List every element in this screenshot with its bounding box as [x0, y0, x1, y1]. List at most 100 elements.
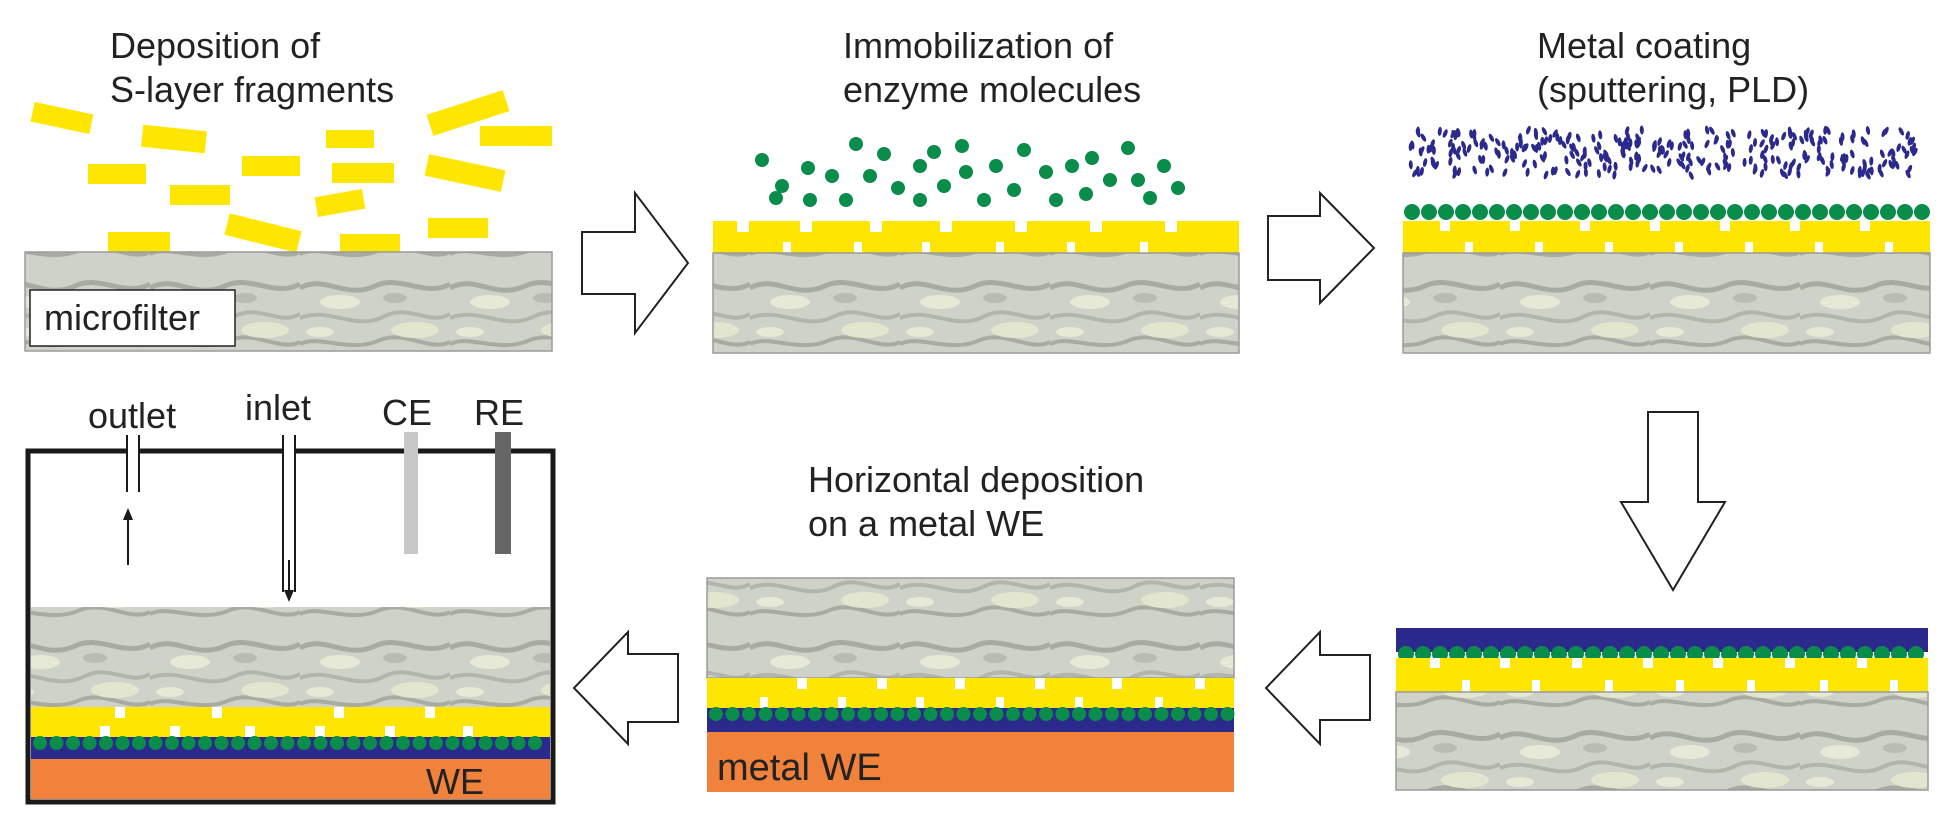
enzyme-dot	[725, 707, 740, 721]
enzyme-dot	[1897, 204, 1913, 220]
enzyme-dot	[1693, 204, 1709, 220]
metal-we-electrode	[707, 732, 1234, 792]
metal-particle	[1543, 136, 1549, 146]
metal-particle	[1762, 154, 1768, 164]
metal-particle	[1639, 125, 1644, 135]
enzyme-dot	[181, 736, 196, 750]
metal-particle	[1804, 155, 1810, 164]
step5-title-line2: on a metal WE	[808, 503, 1044, 544]
metal-particle	[1635, 140, 1642, 149]
metal-particle	[1808, 133, 1815, 143]
metal-particle	[1667, 158, 1672, 167]
enzyme-dot	[956, 707, 971, 721]
metal-particle	[1688, 157, 1693, 167]
step2-title-line1: Immobilization of	[843, 25, 1114, 66]
metal-particle	[1634, 151, 1639, 161]
enzyme-layer	[33, 736, 542, 750]
s-layer-band	[713, 221, 1239, 253]
step2-title-line2: enzyme molecules	[843, 69, 1141, 110]
working-electrode	[31, 759, 550, 799]
enzyme-dot	[857, 707, 872, 721]
metal-particle	[1642, 164, 1648, 173]
metal-particle	[1830, 152, 1835, 162]
enzyme-dot	[198, 736, 212, 750]
metal-particle	[1774, 137, 1780, 147]
metal-particle	[1408, 160, 1413, 170]
microfilter-label-box	[29, 289, 236, 347]
metal-particle	[1816, 152, 1822, 162]
metal-particle	[1596, 141, 1602, 151]
metal-particle	[1629, 156, 1634, 166]
metal-particle	[1901, 145, 1907, 154]
metal-particle	[1502, 168, 1508, 177]
arrow-right-icon	[1267, 190, 1376, 306]
step6-electrochemical-cell: outlet inlet CE RE	[25, 387, 556, 805]
metal-particle	[1788, 162, 1793, 172]
enzyme-layer	[1404, 204, 1930, 220]
enzyme-dot	[280, 736, 295, 750]
metal-particle	[1682, 140, 1688, 149]
outlet-label: outlet	[88, 395, 176, 436]
metal-particle	[1763, 162, 1768, 172]
metal-particle	[1802, 151, 1807, 160]
enzyme-dot	[412, 736, 427, 750]
we-label: WE	[426, 761, 484, 802]
metal-particle	[1495, 138, 1501, 147]
step3-substrate	[1402, 252, 1931, 354]
metal-particle	[1759, 169, 1765, 178]
enzyme-dot	[1744, 204, 1760, 220]
metal-particle	[1635, 133, 1641, 142]
arrow-right-icon	[581, 190, 690, 336]
metal-particle	[1473, 138, 1479, 148]
enzyme-dot	[1455, 204, 1471, 220]
metal-particle	[1533, 131, 1539, 141]
metal-particle	[1905, 169, 1911, 179]
metal-particle	[1678, 153, 1685, 162]
metal-particle	[1531, 143, 1537, 152]
metal-particle	[1747, 130, 1752, 140]
enzyme-dot	[1489, 204, 1505, 220]
metal-particle	[1677, 142, 1683, 151]
metal-particle	[1696, 156, 1702, 165]
metal-particle	[1442, 129, 1448, 138]
metal-particle	[1676, 158, 1682, 167]
enzyme-dot	[1105, 707, 1119, 721]
metal-particle	[1613, 161, 1618, 171]
metal-particle	[1452, 170, 1458, 179]
metal-particle	[1816, 144, 1821, 154]
metal-particle	[1560, 140, 1567, 149]
step2-immobilization: Immobilization of enzyme molecules	[712, 25, 1240, 354]
metal-particle	[1635, 158, 1640, 168]
enzyme-dot	[1506, 204, 1522, 220]
enzyme-dot	[1625, 204, 1641, 220]
enzyme-dot	[1039, 707, 1053, 721]
metal-particle	[1488, 133, 1495, 142]
metal-particle	[1565, 167, 1571, 177]
metal-particle	[1752, 138, 1758, 147]
metal-particle	[1799, 135, 1805, 145]
enzyme-dot	[758, 707, 773, 721]
enzyme-dot	[1404, 204, 1420, 220]
enzyme-dot	[1914, 204, 1930, 220]
enzyme-dot	[890, 707, 905, 721]
metal-particle	[1612, 170, 1617, 180]
enzyme-dot	[214, 736, 229, 750]
metal-particle	[1706, 166, 1712, 176]
metal-particle	[1509, 154, 1515, 163]
metal-particle	[1448, 148, 1453, 158]
metal-particle	[1548, 134, 1553, 143]
metal-particle	[1788, 141, 1793, 151]
metal-particle	[1602, 162, 1607, 172]
enzyme-dot	[709, 707, 723, 721]
enzyme-dot	[775, 707, 789, 721]
metal-particle	[1783, 161, 1788, 170]
metal-particle	[1455, 128, 1460, 138]
metal-particle	[1666, 139, 1672, 148]
enzyme-molecules	[755, 137, 1185, 207]
metal-particle	[1607, 164, 1612, 174]
metal-particle	[1887, 148, 1893, 157]
enzyme-dot	[1676, 204, 1692, 220]
metal-particle	[1532, 159, 1537, 169]
enzyme-dot	[791, 707, 806, 721]
